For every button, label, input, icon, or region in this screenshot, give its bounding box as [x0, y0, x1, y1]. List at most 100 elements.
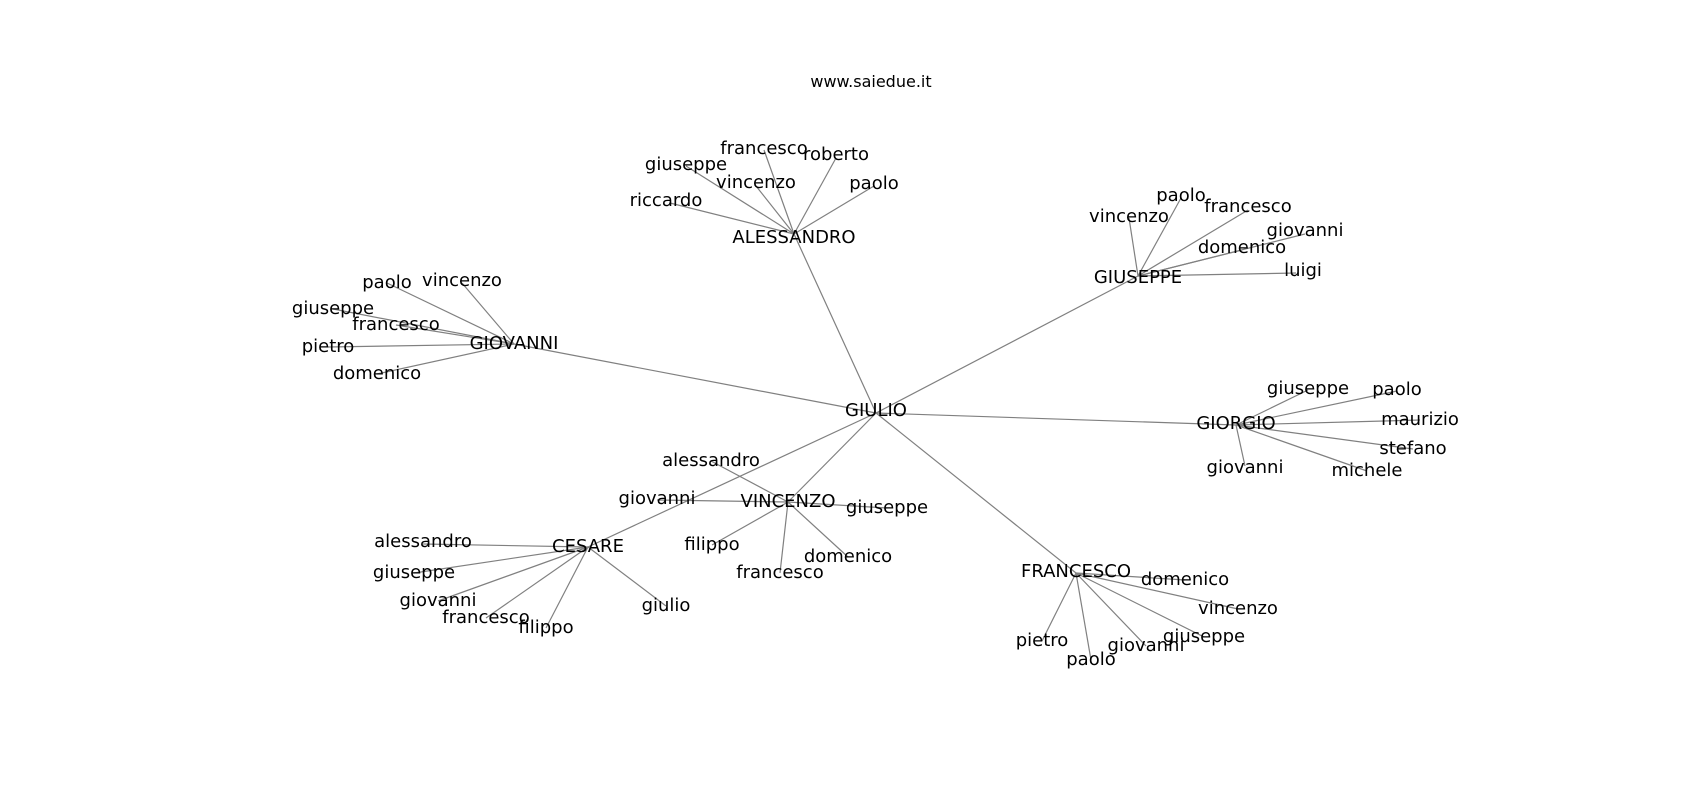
edge-center-giuseppe	[875, 275, 1139, 414]
leaf-node-label: domenico	[1198, 237, 1286, 258]
edge-francesco-vincenzo	[1075, 572, 1239, 610]
leaf-node-label: domenico	[804, 546, 892, 567]
edge-cesare-francesco	[485, 546, 589, 619]
edge-vincenzo-alessandro	[710, 460, 789, 503]
leaf-node-label: francesco	[720, 138, 807, 159]
leaf-node-label: giovanni	[400, 590, 477, 611]
leaf-node-label: paolo	[362, 272, 411, 293]
edge-giuseppe-paolo	[1137, 197, 1182, 277]
leaf-node-label: giuseppe	[1267, 378, 1349, 399]
edge-cesare-giulio	[587, 546, 667, 607]
leaf-node-label: francesco	[352, 314, 439, 335]
leaf-node-label: paolo	[1156, 185, 1205, 206]
edge-giovanni-domenico	[376, 343, 515, 375]
leaf-node-label: stefano	[1379, 438, 1446, 459]
node-center-label: GIULIO	[845, 400, 907, 421]
leaf-node-label: pietro	[1016, 630, 1069, 651]
edge-francesco-pietro	[1041, 572, 1077, 642]
leaf-node-label: pietro	[302, 336, 355, 357]
labels-layer: GIULIOALESSANDROfrancescorobertogiuseppe…	[292, 138, 1459, 670]
edge-cesare-giuseppe	[413, 546, 589, 574]
leaf-node-label: vincenzo	[1198, 598, 1278, 619]
leaf-node-label: maurizio	[1381, 409, 1459, 430]
leaf-node-label: vincenzo	[422, 270, 502, 291]
edge-francesco-paolo	[1075, 572, 1092, 661]
edge-vincenzo-francesco	[779, 501, 789, 574]
leaf-node-label: paolo	[1066, 649, 1115, 670]
site-url: www.saiedue.it	[810, 72, 932, 91]
leaf-node-label: giuseppe	[846, 497, 928, 518]
leaf-node-label: filippo	[684, 534, 739, 555]
leaf-node-label: giuseppe	[1163, 626, 1245, 647]
edge-giovanni-giuseppe	[332, 308, 515, 345]
edge-francesco-domenico	[1075, 572, 1186, 581]
leaf-node-label: paolo	[1372, 379, 1421, 400]
edge-alessandro-roberto	[793, 157, 837, 235]
edge-vincenzo-giuseppe	[787, 501, 888, 509]
leaf-node-label: paolo	[849, 173, 898, 194]
hub-node-label: CESARE	[552, 536, 624, 557]
edge-giovanni-vincenzo	[461, 282, 515, 345]
leaf-node-label: domenico	[1141, 569, 1229, 590]
edge-francesco-giuseppe	[1075, 572, 1205, 638]
edge-giorgio-michele	[1235, 424, 1368, 472]
leaf-node-label: giuseppe	[373, 562, 455, 583]
leaf-node-label: vincenzo	[1089, 206, 1169, 227]
leaf-node-label: giovanni	[1108, 635, 1185, 656]
edge-alessandro-riccardo	[669, 202, 795, 235]
leaf-node-label: riccardo	[630, 190, 703, 211]
leaf-node-label: francesco	[1204, 196, 1291, 217]
leaf-node-label: giovanni	[619, 488, 696, 509]
leaf-node-label: roberto	[803, 144, 869, 165]
edge-alessandro-giuseppe	[685, 165, 795, 235]
edge-giovanni-paolo	[386, 282, 515, 345]
hub-node-label: ALESSANDRO	[732, 227, 855, 248]
edge-giovanni-pietro	[327, 343, 515, 348]
edge-center-alessandro	[793, 233, 877, 414]
leaf-node-label: filippo	[518, 617, 573, 638]
edge-alessandro-paolo	[793, 185, 875, 235]
edge-giorgio-giovanni	[1235, 424, 1246, 467]
edge-giovanni-francesco	[395, 324, 515, 345]
edge-alessandro-vincenzo	[755, 185, 795, 235]
edge-center-giovanni	[513, 343, 877, 414]
leaf-node-label: luigi	[1284, 260, 1322, 281]
hub-node-label: GIORGIO	[1196, 413, 1275, 434]
leaf-node-label: michele	[1332, 460, 1403, 481]
edge-vincenzo-domenico	[787, 501, 849, 558]
edges-layer	[327, 149, 1421, 661]
hub-node-label: GIUSEPPE	[1094, 267, 1182, 288]
edge-giuseppe-francesco	[1137, 209, 1249, 277]
edge-giuseppe-vincenzo	[1128, 217, 1139, 277]
edge-francesco-giovanni	[1075, 572, 1147, 647]
edge-cesare-filippo	[545, 546, 589, 629]
hub-node-label: FRANCESCO	[1021, 561, 1131, 582]
hub-node-label: GIOVANNI	[470, 333, 559, 354]
leaf-node-label: giulio	[642, 595, 691, 616]
edge-giorgio-giuseppe	[1235, 389, 1309, 426]
leaf-node-label: domenico	[333, 363, 421, 384]
edge-giorgio-maurizio	[1235, 419, 1421, 426]
edge-giuseppe-luigi	[1137, 272, 1297, 277]
edge-cesare-giovanni	[437, 546, 589, 602]
leaf-node-label: vincenzo	[716, 172, 796, 193]
leaf-node-label: alessandro	[374, 531, 472, 552]
edge-center-vincenzo	[787, 412, 877, 503]
leaf-node-label: francesco	[442, 607, 529, 628]
leaf-node-label: giuseppe	[292, 298, 374, 319]
edge-center-francesco	[875, 412, 1077, 574]
leaf-node-label: francesco	[736, 562, 823, 583]
edge-vincenzo-filippo	[711, 501, 789, 546]
edge-vincenzo-giovanni	[656, 499, 789, 503]
hub-node-label: VINCENZO	[741, 491, 836, 512]
edge-giorgio-paolo	[1235, 390, 1398, 426]
leaf-node-label: alessandro	[662, 450, 760, 471]
edge-giuseppe-domenico	[1137, 249, 1243, 277]
leaf-node-label: giuseppe	[645, 154, 727, 175]
leaf-node-label: giovanni	[1207, 457, 1284, 478]
edge-giorgio-stefano	[1235, 424, 1414, 450]
edge-center-cesare	[587, 412, 877, 548]
leaf-node-label: giovanni	[1267, 220, 1344, 241]
edge-cesare-alessandro	[422, 543, 589, 548]
